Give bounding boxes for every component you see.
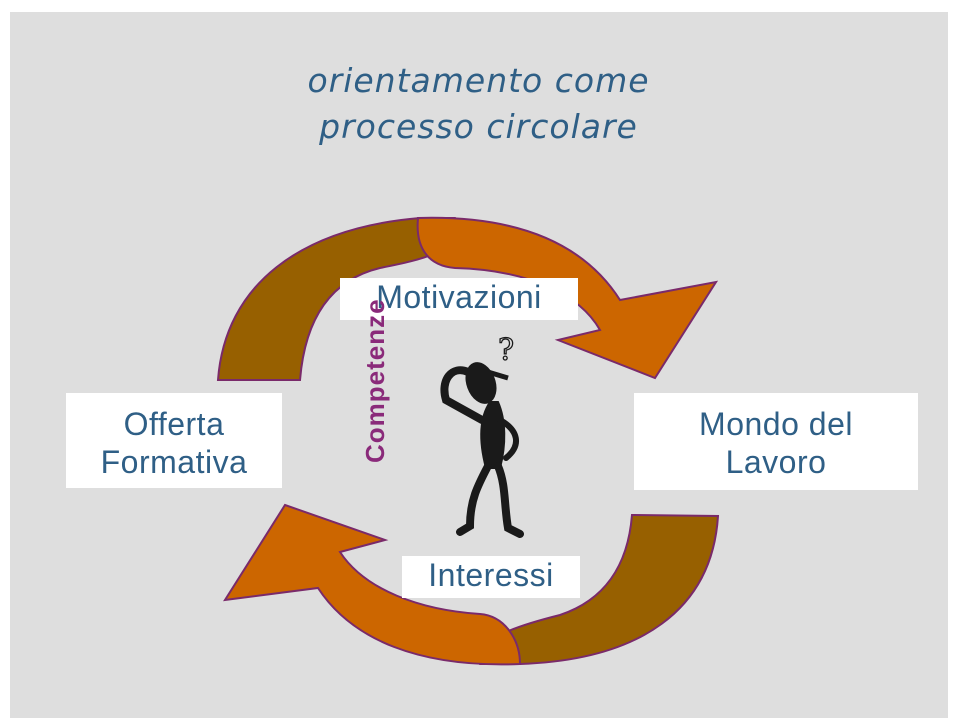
interessi-text: Interessi [428,557,554,593]
competenze-vertical-label: Competenze [360,298,390,463]
top-arrow-head [416,216,719,380]
interessi-label: Interessi [402,556,580,598]
figure-body [480,401,506,469]
mondo-line-2: Lavoro [725,444,827,480]
offerta-line-1: Offerta [123,406,225,442]
question-mark: ? [498,333,514,368]
figure-hip-arm [497,417,519,461]
motivazioni-text: Motivazioni [376,279,542,315]
diagram-title: orientamento come processo circolare [0,58,957,150]
thinking-person-figure [440,362,524,538]
figure-head [465,362,497,404]
figure-raised-arm [440,366,486,424]
mondo-del-lavoro-box: Mondo del Lavoro [634,393,918,490]
offerta-formativa-box: Offerta Formativa [66,393,282,488]
motivazioni-label: Motivazioni [340,278,578,320]
mondo-line-1: Mondo del [699,406,853,442]
figure-right-leg [494,462,524,538]
bottom-arrow-head [223,503,522,666]
figure-cap-brim [487,369,509,381]
title-line-1: orientamento come [307,61,650,100]
figure-left-leg [456,462,492,536]
offerta-line-2: Formativa [100,444,248,480]
title-line-2: processo circolare [319,107,638,146]
